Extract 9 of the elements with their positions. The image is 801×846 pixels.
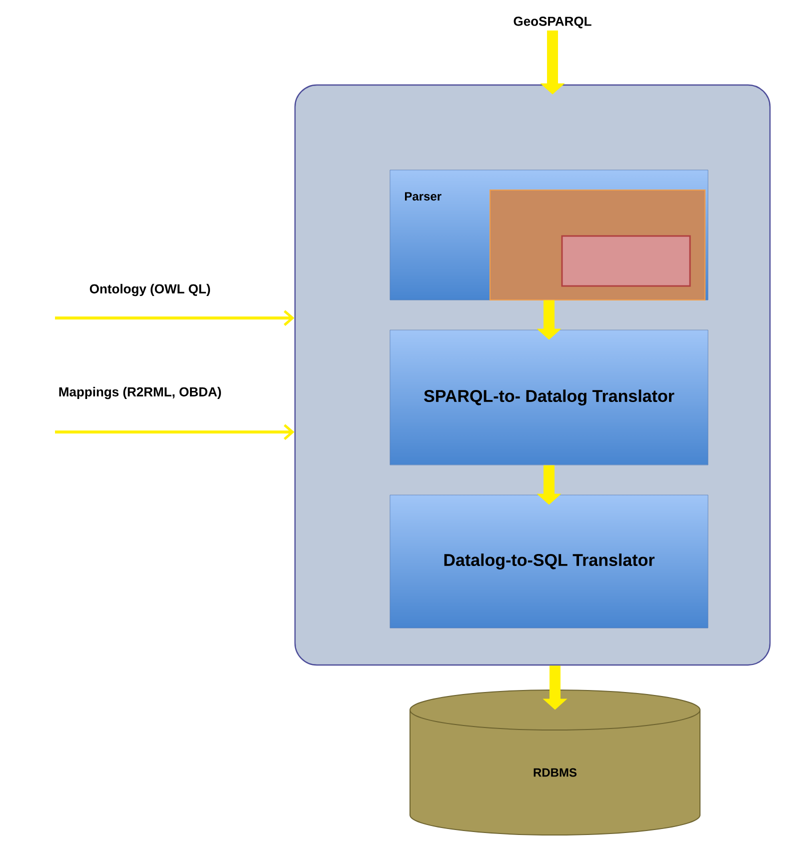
edge-label: Mappings (R2RML, OBDA) xyxy=(57,386,223,400)
component-box: Datalog-to-SQL Translator xyxy=(390,494,708,628)
arrow xyxy=(55,310,294,326)
edge-label: Ontology (OWL QL) xyxy=(88,282,212,298)
database-cylinder: RDBMS xyxy=(410,690,700,836)
component-box xyxy=(561,235,691,287)
component-box: SPARQL-to- Datalog Translator xyxy=(390,330,708,466)
heading-text: GeoSPARQL xyxy=(514,16,592,28)
arrow xyxy=(55,424,294,440)
